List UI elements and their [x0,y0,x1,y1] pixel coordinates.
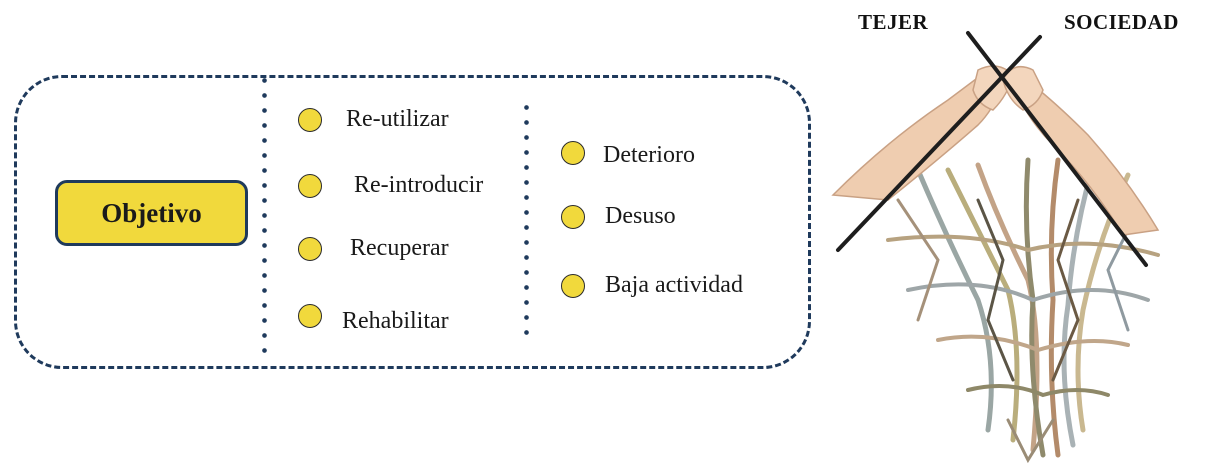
list-item-deterioro: Deterioro [561,136,695,169]
bullet-dot-icon [298,303,322,328]
dotted-divider-left [262,73,267,358]
bullet-dot-icon [561,204,585,229]
item-label: Deterioro [603,142,695,168]
list-item-baja-actividad: Baja actividad [561,272,743,299]
objetivo-label: Objetivo [101,197,202,228]
list-item-reintroducir: Re-introducir [298,172,483,199]
sociedad-title: SOCIEDAD [1064,10,1179,34]
diagram-frame [14,75,811,369]
list-item-reutilizar: Re-utilizar [298,106,449,133]
objetivo-box: Objetivo [55,180,248,246]
item-label: Baja actividad [605,272,743,298]
list-item-recuperar: Recuperar [298,235,449,262]
tejer-title: TEJER [858,10,929,34]
bullet-dot-icon [561,140,585,165]
hands-knitting-net-icon [831,31,1160,464]
item-label: Desuso [605,203,676,229]
item-label: Re-utilizar [346,106,449,132]
list-item-desuso: Desuso [561,203,676,230]
item-label: Recuperar [350,235,449,261]
bullet-dot-icon [298,173,322,198]
knitting-needles-icon [836,31,1148,267]
list-item-rehabilitar: Rehabilitar [298,296,449,335]
bullet-dot-icon [561,273,585,298]
item-label: Rehabilitar [342,308,449,334]
dotted-divider-right [524,100,529,338]
bullet-dot-icon [298,107,322,132]
knitting-illustration: TEJER SOCIEDAD [828,0,1219,469]
bullet-dot-icon [298,236,322,261]
item-label: Re-introducir [354,172,484,198]
